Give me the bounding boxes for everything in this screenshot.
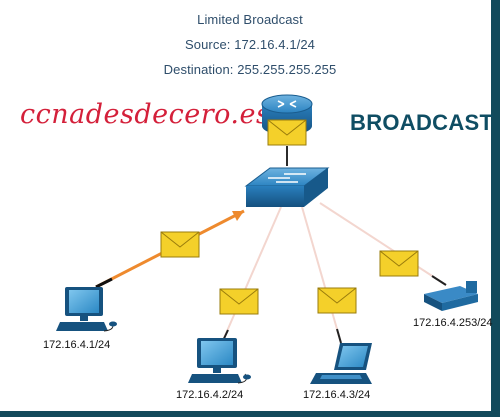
envelope-icon [267, 119, 307, 146]
link-host4-stub [431, 275, 447, 286]
host-label: 172.16.4.1/24 [43, 339, 111, 351]
link-host1-stub [95, 277, 113, 289]
link-host4-switch [319, 202, 447, 286]
link-host2-switch [220, 206, 282, 346]
envelope-icon [160, 231, 200, 258]
source-address: Source: 172.16.4.1/24 [184, 37, 316, 52]
pc-icon [188, 338, 251, 384]
envelope-icon [219, 288, 259, 315]
host-label: 172.16.4.2/24 [176, 389, 244, 401]
switch-icon [244, 167, 330, 207]
link-host3-stub [336, 328, 342, 344]
host-label: 172.16.4.253/24 [413, 317, 493, 329]
diagram-title: Limited Broadcast [197, 12, 303, 27]
envelope-icon [317, 287, 357, 314]
host-label: 172.16.4.3/24 [303, 389, 371, 401]
envelope-icon [379, 250, 419, 277]
broadcast-badge: BROADCAST [350, 110, 494, 135]
laptop-icon [310, 343, 372, 384]
link-host3-switch [301, 206, 342, 344]
destination-address: Destination: 255.255.255.255 [163, 62, 337, 77]
brand-watermark: ccnadesdecero.es [20, 99, 271, 130]
pc-icon [56, 287, 117, 332]
direction-arrow [232, 211, 244, 221]
server-icon [424, 281, 478, 311]
